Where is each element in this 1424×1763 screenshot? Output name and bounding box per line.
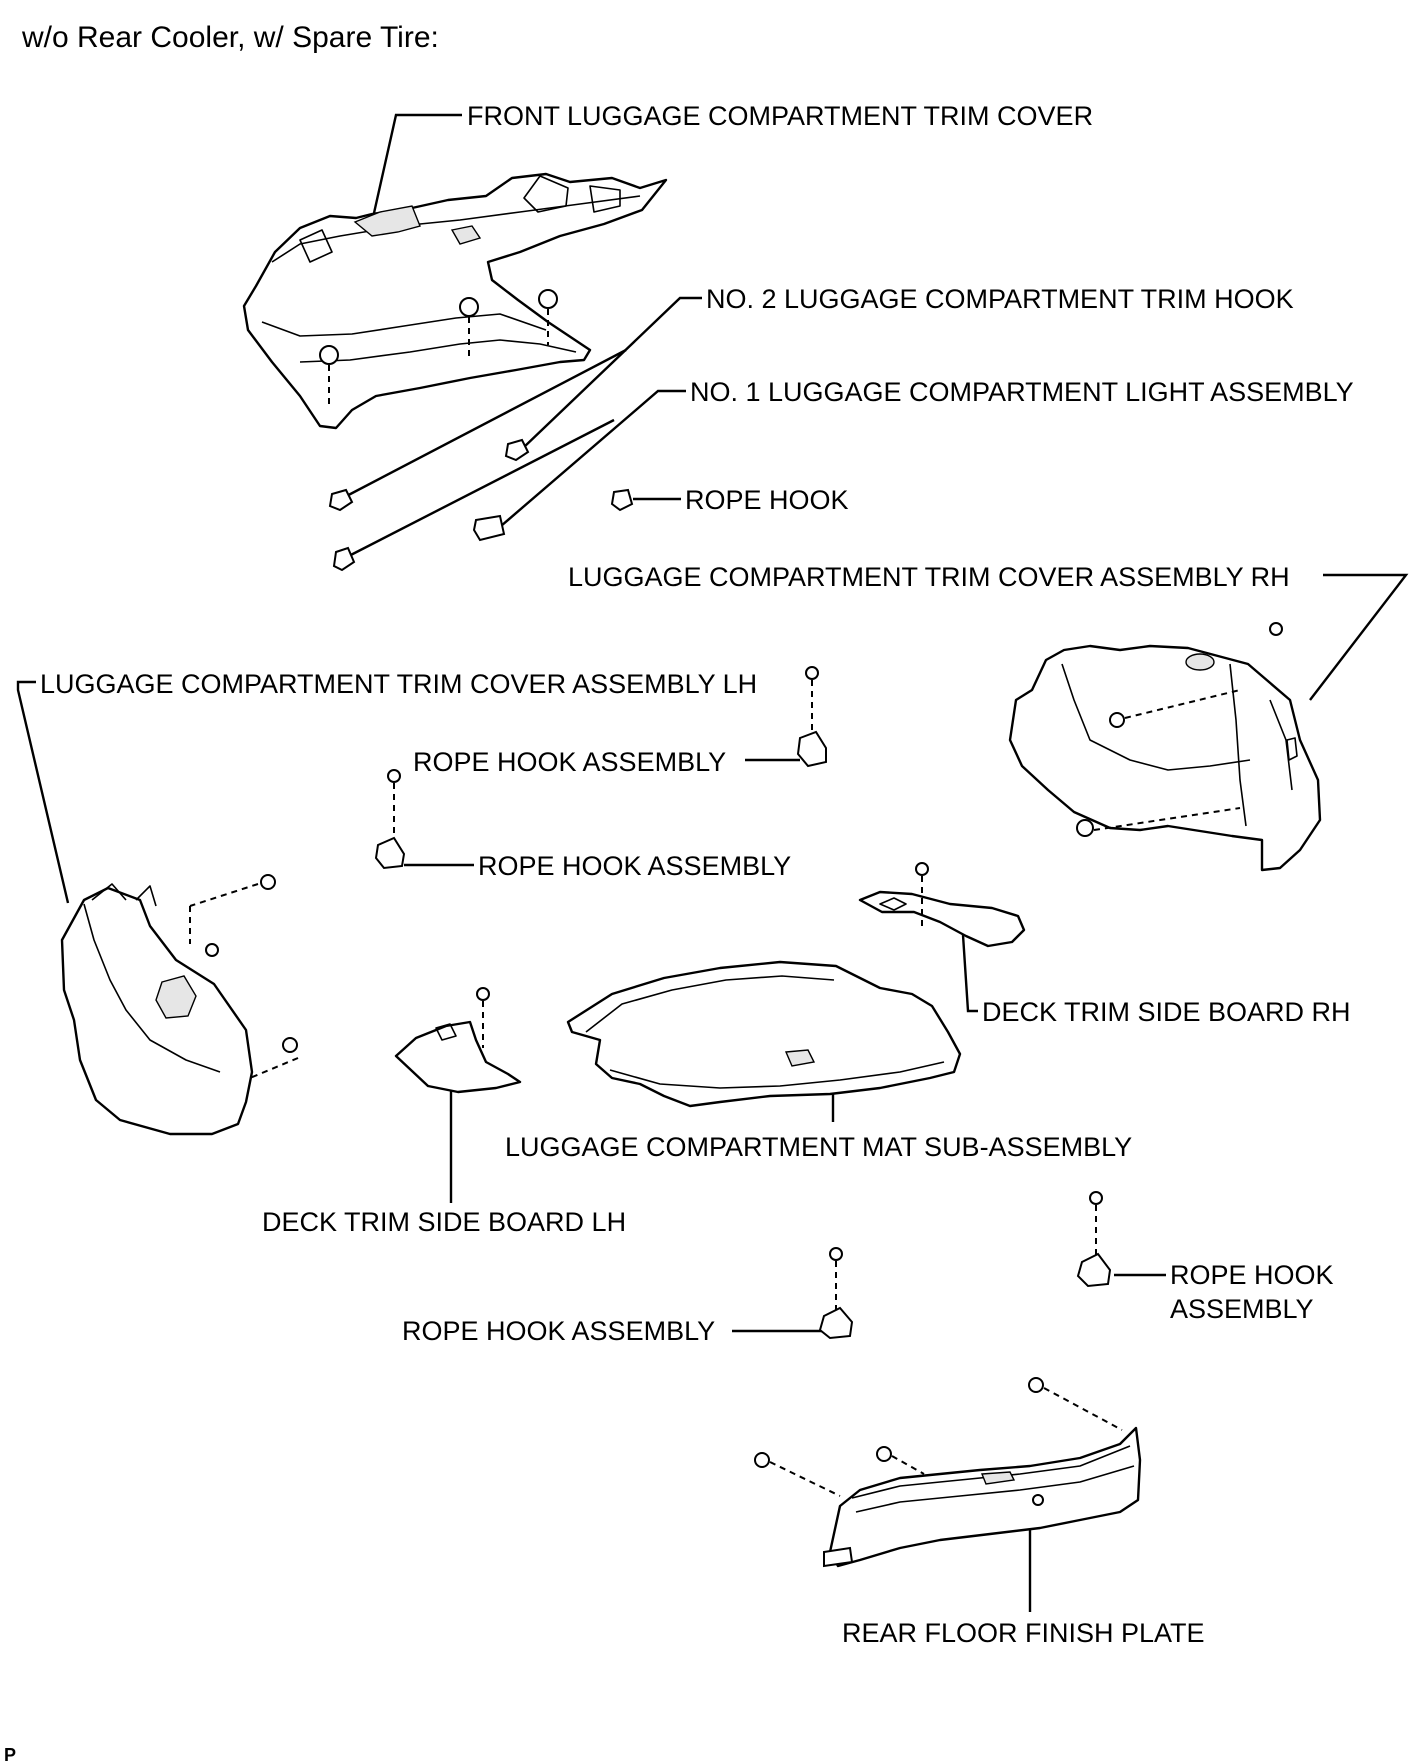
- label-rope-hook-assembly-right-line1: ROPE HOOK: [1170, 1260, 1334, 1290]
- deck-side-board-lh-part: [394, 987, 522, 1094]
- trim-cover-lh-part: [60, 874, 299, 1136]
- label-no1-light-assembly: NO. 1 LUGGAGE COMPARTMENT LIGHT ASSEMBLY: [690, 377, 1354, 407]
- rope-hook-assembly-right-part: [1076, 1191, 1112, 1288]
- label-rope-hook-assembly-mid: ROPE HOOK ASSEMBLY: [478, 851, 791, 881]
- leader-lines: [16, 113, 1409, 1612]
- label-rope-hook-assembly-upper: ROPE HOOK ASSEMBLY: [413, 747, 726, 777]
- trim-cover-rh-part: [1008, 622, 1322, 872]
- label-rope-hook-assembly-lower: ROPE HOOK ASSEMBLY: [402, 1316, 715, 1346]
- label-trim-cover-lh: LUGGAGE COMPARTMENT TRIM COVER ASSEMBLY …: [40, 669, 757, 699]
- rope-hook-assembly-upper-part: [796, 666, 827, 768]
- label-deck-side-board-lh: DECK TRIM SIDE BOARD LH: [262, 1207, 626, 1237]
- label-rope-hook-assembly-right-line2: ASSEMBLY: [1170, 1294, 1314, 1324]
- label-trim-cover-rh: LUGGAGE COMPARTMENT TRIM COVER ASSEMBLY …: [568, 562, 1290, 592]
- rope-hook-assembly-mid-part: [374, 769, 406, 870]
- label-rear-floor-finish-plate: REAR FLOOR FINISH PLATE: [842, 1618, 1205, 1648]
- diagram-header: w/o Rear Cooler, w/ Spare Tire:: [21, 21, 439, 54]
- rope-hook-assembly-lower-part: [818, 1247, 854, 1340]
- small-fasteners-upper: [328, 438, 634, 572]
- label-rope-hook: ROPE HOOK: [685, 485, 849, 515]
- rear-floor-finish-plate-part: [754, 1377, 1142, 1568]
- label-deck-side-board-rh: DECK TRIM SIDE BOARD RH: [982, 997, 1351, 1027]
- footer-code: P: [4, 1745, 16, 1763]
- label-front-trim-cover: FRONT LUGGAGE COMPARTMENT TRIM COVER: [467, 101, 1093, 131]
- label-mat-sub-assembly: LUGGAGE COMPARTMENT MAT SUB-ASSEMBLY: [505, 1132, 1132, 1162]
- label-no2-trim-hook: NO. 2 LUGGAGE COMPARTMENT TRIM HOOK: [706, 284, 1294, 314]
- deck-side-board-rh-part: [858, 862, 1026, 948]
- mat-sub-assembly-part: [566, 960, 962, 1108]
- front-trim-cover-part: [242, 172, 668, 430]
